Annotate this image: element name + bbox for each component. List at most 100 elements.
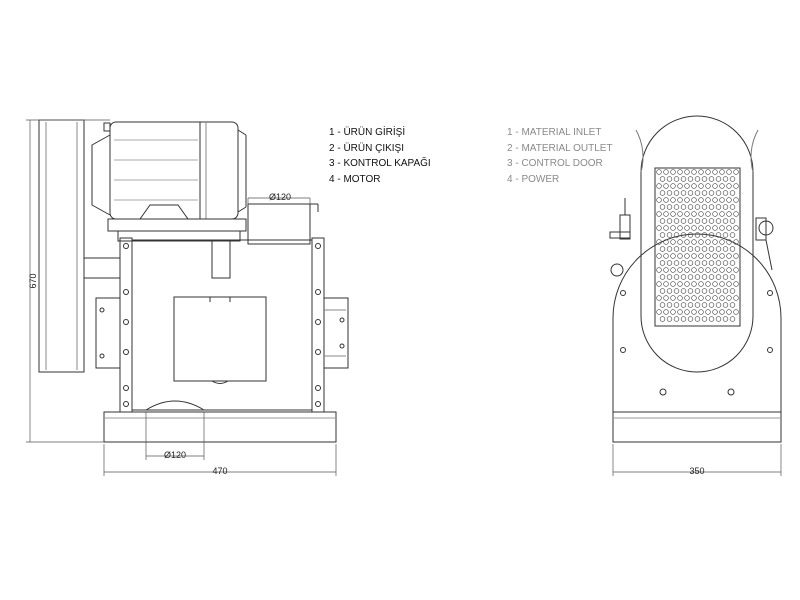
perforation-hole (694, 190, 701, 196)
perforation-hole (670, 281, 676, 287)
perforation-hole (698, 281, 704, 287)
perforation-hole (687, 302, 694, 308)
perforation-hole (684, 295, 690, 301)
perforation-hole (715, 218, 722, 224)
perforation-hole (684, 225, 690, 231)
shaft-coupling (83, 257, 121, 279)
perforation-hole (659, 316, 666, 322)
perforation-hole (673, 218, 680, 224)
legend-en-item: 1 - MATERIAL INLET (507, 127, 602, 138)
perforation-hole (715, 232, 722, 238)
perforation-hole (719, 169, 725, 175)
perforation-hole (673, 316, 680, 322)
perforation-hole (687, 316, 694, 322)
perforation-hole (722, 288, 729, 294)
perforation-hole (656, 197, 662, 203)
perforation-hole (705, 197, 711, 203)
perforation-hole (680, 190, 687, 196)
perforation-hole (694, 288, 701, 294)
perforation-hole (701, 218, 708, 224)
perforation-hole (680, 288, 687, 294)
perforation-hole (684, 239, 690, 245)
perforation-hole (712, 281, 718, 287)
perforation-hole (677, 295, 683, 301)
perforation-hole (687, 274, 694, 280)
perforation-hole (691, 309, 697, 315)
front-dimensions (612, 444, 782, 476)
perforation-hole (659, 204, 666, 210)
perforation-hole (729, 246, 736, 252)
perforation-hole (733, 169, 739, 175)
perforation-hole (712, 183, 718, 189)
legend-tr-item: 4 - MOTOR (329, 173, 381, 185)
perforation-hole (659, 246, 666, 252)
perforation-hole (719, 225, 725, 231)
perforation-hole (733, 183, 739, 189)
perforation-hole (698, 197, 704, 203)
perforation-hole (729, 190, 736, 196)
perforation-hole (733, 267, 739, 273)
perforation-hole (729, 204, 736, 210)
perforation-hole (715, 288, 722, 294)
side-dimensions (26, 119, 337, 476)
perforation-hole (694, 260, 701, 266)
perforation-hole (677, 267, 683, 273)
perforation-hole (733, 309, 739, 315)
perforation-hole (701, 274, 708, 280)
perforation-hole (719, 183, 725, 189)
perforation-hole (656, 309, 662, 315)
perforation-hole (701, 176, 708, 182)
perforation-hole (677, 183, 683, 189)
inlet-diameter-label: Ø120 (269, 192, 291, 202)
perforation-hole (729, 316, 736, 322)
material-inlet (247, 203, 311, 245)
main-body (131, 239, 313, 411)
legend-tr-item: 3 - KONTROL KAPAĞI (329, 158, 431, 169)
perforation-hole (708, 204, 715, 210)
perforation-hole (715, 316, 722, 322)
perforation-hole (733, 239, 739, 245)
front-view (609, 115, 782, 443)
perforation-hole (715, 176, 722, 182)
perforation-hole (715, 246, 722, 252)
perforation-hole (729, 232, 736, 238)
perforation-hole (722, 232, 729, 238)
perforation-hole (663, 183, 669, 189)
screen-perforations (656, 169, 739, 322)
perforation-hole (726, 309, 732, 315)
perforation-hole (680, 274, 687, 280)
perforation-hole (687, 176, 694, 182)
perforation-hole (712, 309, 718, 315)
perforation-hole (656, 239, 662, 245)
perforation-hole (729, 302, 736, 308)
perforation-hole (712, 225, 718, 231)
right-bearing (323, 297, 349, 369)
perforation-hole (670, 295, 676, 301)
perforation-hole (666, 316, 673, 322)
perforation-hole (712, 197, 718, 203)
perforation-hole (663, 211, 669, 217)
perforation-hole (691, 197, 697, 203)
perforation-hole (705, 239, 711, 245)
perforation-hole (701, 232, 708, 238)
perforation-hole (729, 176, 736, 182)
perforation-hole (659, 218, 666, 224)
perforation-hole (691, 253, 697, 259)
side-view (38, 119, 349, 443)
perforation-hole (666, 204, 673, 210)
perforation-hole (726, 281, 732, 287)
perforation-hole (677, 169, 683, 175)
legend-turkish: 1 - ÜRÜN GİRİŞİ 2 - ÜRÜN ÇIKIŞI 3 - KONT… (329, 125, 431, 187)
perforation-hole (726, 183, 732, 189)
perforation-hole (687, 190, 694, 196)
perforation-hole (666, 246, 673, 252)
perforation-hole (701, 204, 708, 210)
perforation-hole (722, 302, 729, 308)
perforation-hole (729, 218, 736, 224)
front-width-dimension: 350 (689, 466, 704, 476)
perforation-hole (666, 190, 673, 196)
motor (91, 121, 247, 220)
perforation-hole (673, 176, 680, 182)
perforation-hole (694, 204, 701, 210)
perforation-hole (659, 190, 666, 196)
